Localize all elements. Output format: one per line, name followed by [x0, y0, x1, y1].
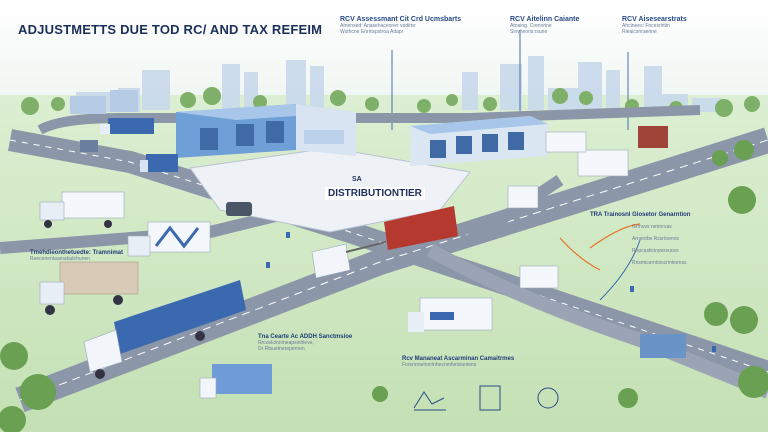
truck-white-left — [39, 191, 125, 228]
callout-line: Rnpcasticinyesvuces — [632, 248, 679, 254]
callout-line: Forsnrmetnnrinhecnmhetsiuniens — [402, 362, 477, 368]
callout-title: RCV Aitelinn Caiante — [510, 16, 580, 23]
callout-line: Rieaicsnraerine — [622, 29, 657, 35]
callout-line: Atnensed: Anasehaceoner vaditre: — [340, 23, 417, 29]
callout-top-right-2: RCV Aisesearstrats Ahcinees: Fncesrirtii… — [622, 16, 687, 35]
callout-title: Rcv Mananeat Ascarminan Camaitrmes — [402, 356, 515, 362]
callout-title: RCV Aisesearstrats — [622, 16, 687, 23]
bottom-icons — [413, 385, 559, 411]
truck-white-center — [408, 297, 493, 332]
callout-title: Tna Cearte Ac ADDH Sanctmsioe — [258, 334, 353, 340]
callout-line: Dr Rtsuetnerepernen — [258, 346, 305, 352]
truck-small-top — [80, 140, 98, 152]
truck-beige — [39, 261, 139, 315]
callout-line: Arnentbe Rssrtoenns — [632, 236, 679, 242]
truck-red-container — [311, 206, 458, 279]
trees-foreground — [0, 140, 768, 432]
truck-van-mid — [140, 154, 178, 172]
callout-title: RCV Assessmant Cit Crd Ucmsbarts — [340, 16, 462, 23]
truck-blue-big — [83, 280, 246, 379]
callout-line: Wsthcne Enrinspstroa Adapr — [340, 29, 404, 35]
truck-white-top-right — [507, 185, 539, 209]
callout-title: TRA Trainosnl Giosetor Genarntion — [590, 212, 691, 218]
callout-top-center: RCV Assessmant Cit Crd Ucmsbarts Atnense… — [340, 16, 461, 35]
truck-grey-mid — [519, 265, 559, 289]
callout-line: Grmuvs netrnrvas — [632, 224, 672, 230]
road-signs — [266, 232, 716, 352]
truck-right-mid — [577, 149, 629, 177]
callout-right-mid: TRA Trainosnl Giosetor Genarntion Grmuvs… — [590, 212, 690, 266]
truck-blue-bottom — [199, 364, 272, 399]
callout-line: Rnsmicerntoiscrinteenss — [632, 260, 687, 266]
truck-red-small — [638, 126, 668, 148]
warehouse-right — [410, 116, 548, 166]
callout-line: Sinvheoris:rsune — [510, 29, 548, 35]
callout-top-right-1: RCV Aitelinn Caiante Atnaing. Crenorine … — [510, 16, 579, 35]
page-title: ADJUSTMETTS DUE TOD RC/ AND TAX REFEIM — [18, 22, 323, 37]
buildings-small — [70, 90, 138, 114]
route-lines — [559, 223, 641, 271]
route-lines-blue — [599, 239, 641, 301]
callout-line: Reecenentaamabulehunen — [30, 256, 91, 262]
warehouse-left — [176, 104, 356, 158]
trucks — [39, 118, 686, 399]
truck-top-left — [100, 118, 154, 134]
center-top-label: SA — [352, 176, 362, 183]
truck-white-pattern — [127, 221, 211, 257]
callout-line: Atnaing. Crenorine — [510, 23, 552, 29]
callout-line: Tmehdieonthetuedte: Tramnimat — [30, 250, 124, 256]
callout-line: Ahcinees: Fncesrirtiin — [622, 23, 670, 29]
distribution-center-label: DISTRIBUTIONTIER — [325, 187, 425, 200]
callout-left-mid: Tmehdieonthetuedte: Tramnimat Reecenenta… — [30, 250, 123, 262]
truck-van-warehouse — [545, 131, 587, 153]
callout-bottom-center: Tna Cearte Ac ADDH Sanctmsioe Rrcostcinn… — [258, 334, 352, 352]
truck-dark-car — [226, 202, 252, 216]
truck-blue-right — [640, 334, 686, 358]
callout-bottom-mid: Rcv Mananeat Ascarminan Camaitrmes Forsn… — [402, 356, 514, 368]
callout-line: Rrcostcinnmeapsinhleve, — [258, 340, 314, 346]
